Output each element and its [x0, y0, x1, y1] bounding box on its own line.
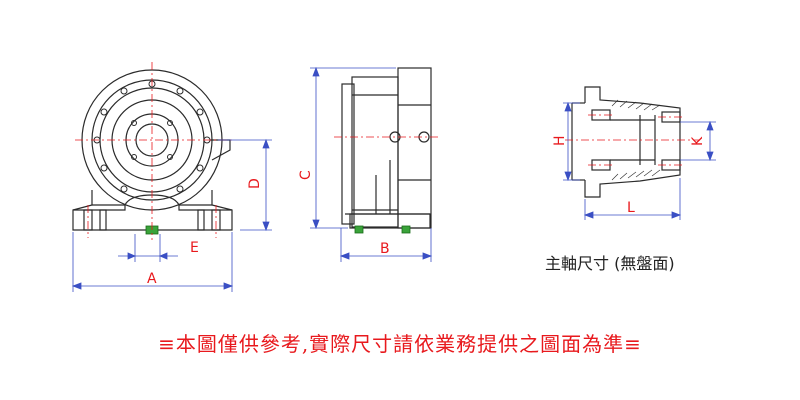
spindle-detail: [571, 86, 681, 198]
side-key-left: [354, 225, 364, 234]
dim-label-l: L: [627, 200, 635, 216]
side-view: [341, 67, 432, 229]
dim-label-h: H: [552, 135, 568, 146]
front-centerlines: [75, 62, 232, 240]
spindle-centerlines: [565, 114, 700, 166]
dim-label-e: E: [190, 240, 199, 256]
dim-label-k: K: [690, 136, 706, 146]
dim-label-d: D: [247, 178, 263, 189]
disclaimer-notice: ≡本圖僅供參考,實際尺寸請依業務提供之圖面為準≡: [158, 332, 642, 356]
front-view: [72, 69, 233, 231]
dim-label-b: B: [380, 241, 390, 257]
spindle-dimensions: [563, 101, 716, 220]
dim-label-a: A: [147, 271, 157, 287]
front-dimensions: [71, 138, 272, 292]
spindle-caption: 主軸尺寸 (無盤面): [545, 254, 675, 273]
spindle-hatch: [611, 99, 661, 181]
side-dimensions: [310, 66, 433, 262]
side-key-right: [401, 225, 411, 234]
dim-label-c: C: [298, 170, 314, 180]
